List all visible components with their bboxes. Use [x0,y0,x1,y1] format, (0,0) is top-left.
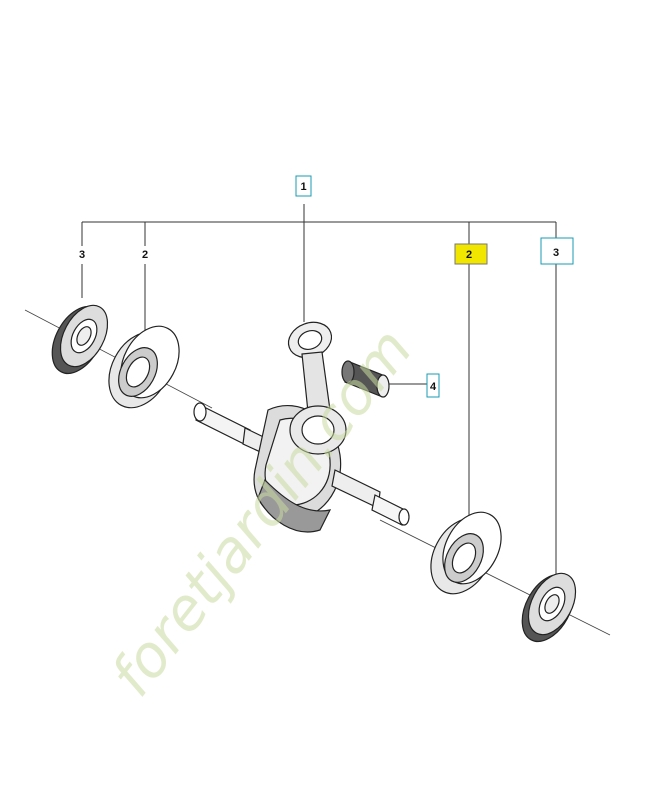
callout-2-left[interactable]: 2 [142,249,148,261]
callout-4[interactable]: 4 [426,373,440,398]
right-bearing-part [430,511,502,595]
connecting-rod-part [287,321,347,455]
callout-3-left[interactable]: 3 [79,249,85,261]
callout-2-right-highlighted[interactable]: 2 [454,243,488,265]
needle-bearing-part [341,360,390,398]
callout-label: 2 [466,249,472,261]
callout-label: 3 [553,247,559,259]
callout-1[interactable]: 1 [295,175,312,197]
callout-label: 4 [430,381,437,393]
right-seal-part [521,572,577,643]
callout-label: 2 [142,249,148,261]
callout-label: 3 [79,249,85,261]
left-seal-part [51,304,109,375]
callout-label: 1 [300,181,306,193]
callout-3-right[interactable]: 3 [540,237,574,265]
left-bearing-part [108,325,180,409]
